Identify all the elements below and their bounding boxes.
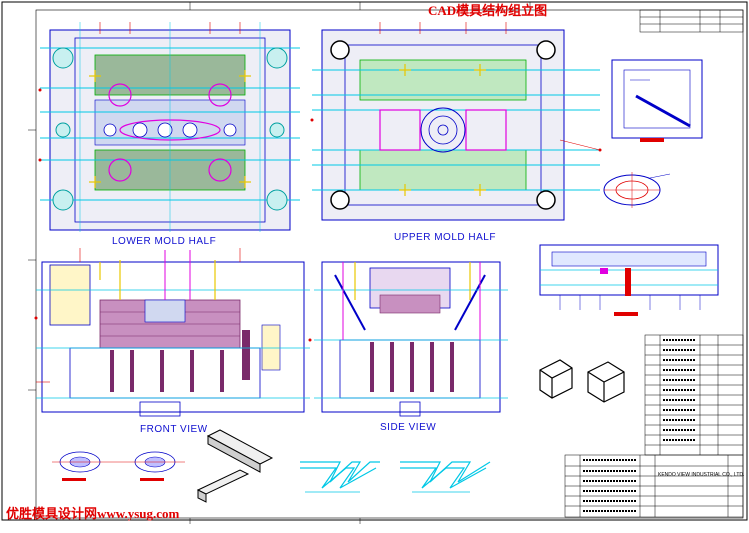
lower-mold-half-label: LOWER MOLD HALF xyxy=(112,236,217,247)
lower-mold-half-view xyxy=(40,22,300,232)
cooling-layout xyxy=(300,461,491,493)
front-view-label: FRONT VIEW xyxy=(140,424,208,435)
drawing-border xyxy=(1,1,748,521)
upper-mold-half-label: UPPER MOLD HALF xyxy=(394,232,496,243)
inner-frame xyxy=(35,9,744,519)
revision-block xyxy=(639,9,744,33)
drawing-title: CAD模具结构组立图 xyxy=(428,3,548,18)
company-name: KENDO VIEW INDUSTRIAL CO., LTD. xyxy=(658,472,745,478)
bom-text-rows xyxy=(583,339,696,512)
frame-ticks xyxy=(28,2,531,524)
part-isometric-views xyxy=(539,359,625,403)
bill-of-materials xyxy=(564,334,744,518)
dimension-markers xyxy=(34,88,602,342)
upper-mold-half-view xyxy=(312,22,601,221)
front-view xyxy=(36,248,310,417)
side-view xyxy=(314,261,508,417)
ejector-details xyxy=(52,429,274,503)
side-view-label: SIDE VIEW xyxy=(380,422,437,433)
slide-detail-view xyxy=(603,59,703,208)
section-detail-view xyxy=(539,244,719,316)
footer-watermark: 优胜模具设计网www.ysug.com xyxy=(6,506,180,521)
